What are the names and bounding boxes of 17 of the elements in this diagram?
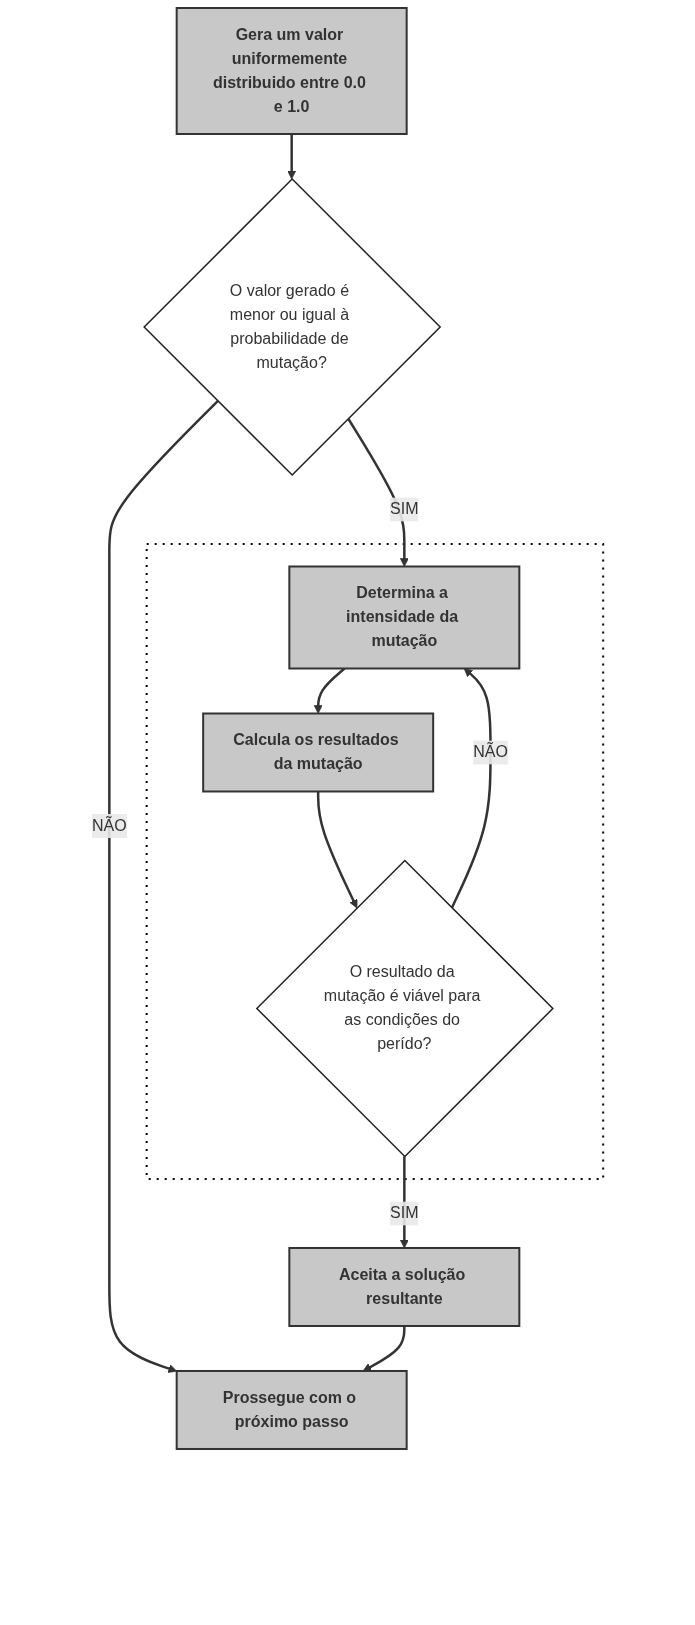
edge-label: NÃO [91,816,127,834]
arrow [313,667,346,714]
node-diamond: O resultado da mutação é viável para as condições do perído? [255,859,554,1158]
edge-label: SIM [390,500,419,518]
arrow [287,134,296,180]
arrow [316,791,358,909]
edge-label: SIM [390,1204,419,1222]
edge-label: NÃO [473,743,508,761]
arrow [450,668,492,909]
arrow [362,1326,406,1372]
arrow [108,400,219,1373]
node-box: Determina a intensidade da mutação [288,565,521,670]
node-box: Prossegue com o próximo passo [175,1370,408,1450]
node-box: Aceita a solução resultante [288,1247,521,1327]
node-diamond: O valor gerado é menor ou igual à probabilidade de mutação? [143,177,442,477]
node-box: Calcula os resultados da mutação [202,712,435,793]
node-box: Gera um valor uniformemente distribuido entre 0.0 e 1.0 [175,7,408,135]
